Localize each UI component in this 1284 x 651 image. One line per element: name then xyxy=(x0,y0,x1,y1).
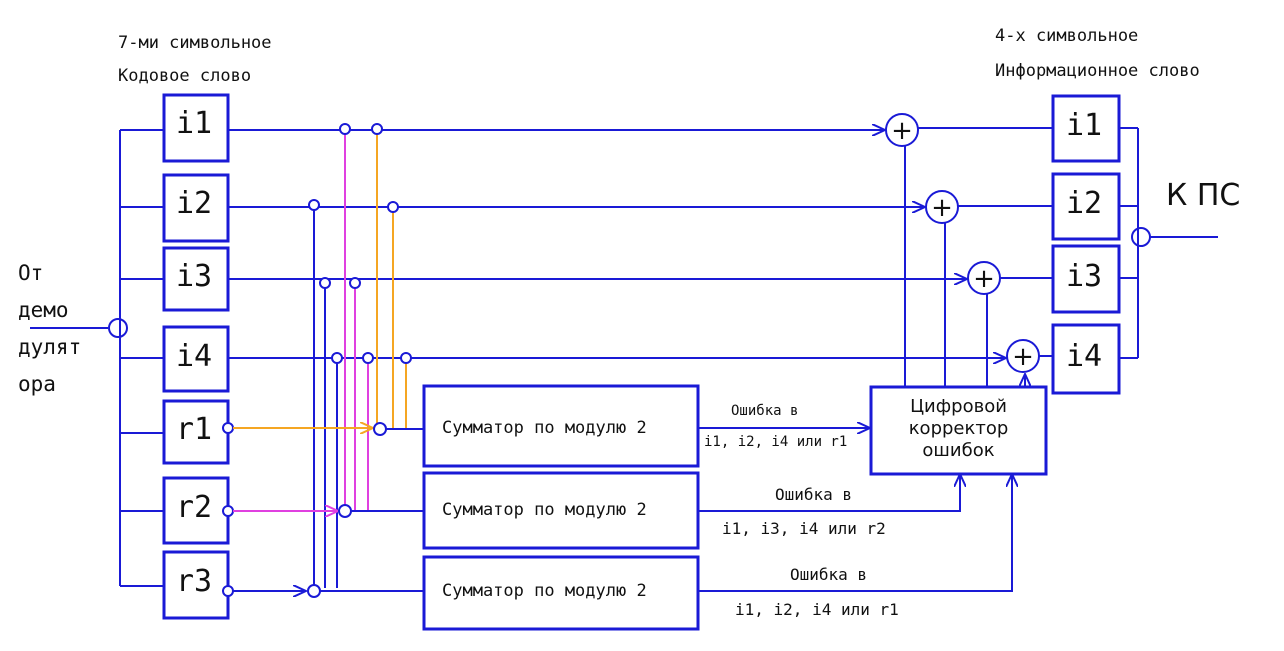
input-register-i1: i1 xyxy=(176,106,213,141)
tap-junctions xyxy=(308,123,412,364)
tap-lines-magenta xyxy=(344,133,369,511)
xor-output-lines xyxy=(918,127,1053,357)
adder-boxes xyxy=(422,384,700,631)
corrector-label-line2: корректор xyxy=(908,418,1009,439)
source-label-line1: От xyxy=(18,261,44,285)
error-3-line2: i1, i2, i4 или r1 xyxy=(735,600,899,619)
corrector-box xyxy=(869,385,1048,476)
check-bit-lines xyxy=(222,422,424,598)
xor-4-symbol: + xyxy=(1012,342,1034,372)
output-register-i4: i4 xyxy=(1066,339,1103,374)
output-destination-label: К ПС xyxy=(1166,178,1241,213)
source-label-line4: ора xyxy=(18,372,56,396)
xor-2-symbol: + xyxy=(931,193,953,223)
source-label-line2: демо xyxy=(18,298,69,322)
adder-2-label: Сумматор по модулю 2 xyxy=(442,500,647,520)
corrector-label: Цифровой корректор ошибок xyxy=(871,396,1046,462)
output-bus xyxy=(1119,127,1218,359)
xor-symbols: + + + + xyxy=(891,116,1034,372)
error-1-line2: i1, i2, i4 или r1 xyxy=(704,434,848,450)
corrector-label-line1: Цифровой xyxy=(910,396,1007,417)
output-word-caption-line1: 4-х символьное xyxy=(995,26,1139,46)
input-register-r2: r2 xyxy=(176,490,213,525)
output-word-caption-line2: Информационное слово xyxy=(995,61,1200,81)
adder-output-lines xyxy=(698,428,1012,592)
input-register-i2: i2 xyxy=(176,186,213,221)
input-register-i4: i4 xyxy=(176,339,213,374)
xor-1-symbol: + xyxy=(891,116,913,146)
output-register-i2: i2 xyxy=(1066,186,1103,221)
corrector-output-lines xyxy=(904,146,1025,387)
source-label-line3: дулят xyxy=(18,335,82,359)
tap-lines-orange xyxy=(376,133,407,429)
input-bus xyxy=(30,129,164,587)
error-2-line1: Ошибка в xyxy=(775,485,853,504)
adder-3-label: Сумматор по модулю 2 xyxy=(442,581,647,601)
source-label: От демо дулят ора xyxy=(18,255,81,403)
input-register-i1-box xyxy=(162,93,230,163)
input-word-caption-line2: Кодовое слово xyxy=(118,66,252,86)
xor-adders xyxy=(885,113,1040,373)
error-1-line1: Ошибка в xyxy=(731,403,799,419)
xor-3-symbol: + xyxy=(973,264,995,294)
error-3-line1: Ошибка в xyxy=(790,565,868,584)
adder-3-box xyxy=(422,555,700,631)
input-register-r1: r1 xyxy=(176,412,213,447)
output-register-i3: i3 xyxy=(1066,259,1103,294)
input-word-caption-line1: 7-ми символьное xyxy=(118,33,272,53)
input-register-i3: i3 xyxy=(176,259,213,294)
tap-lines-blue xyxy=(313,209,338,588)
xor-1 xyxy=(885,113,919,147)
adder-1-label: Сумматор по модулю 2 xyxy=(442,418,647,438)
corrector-label-line3: ошибок xyxy=(922,440,995,461)
input-register-r3: r3 xyxy=(176,564,213,599)
error-2-line2: i1, i3, i4 или r2 xyxy=(722,519,886,538)
adder-1-box xyxy=(422,384,700,468)
output-register-i1: i1 xyxy=(1066,108,1103,143)
